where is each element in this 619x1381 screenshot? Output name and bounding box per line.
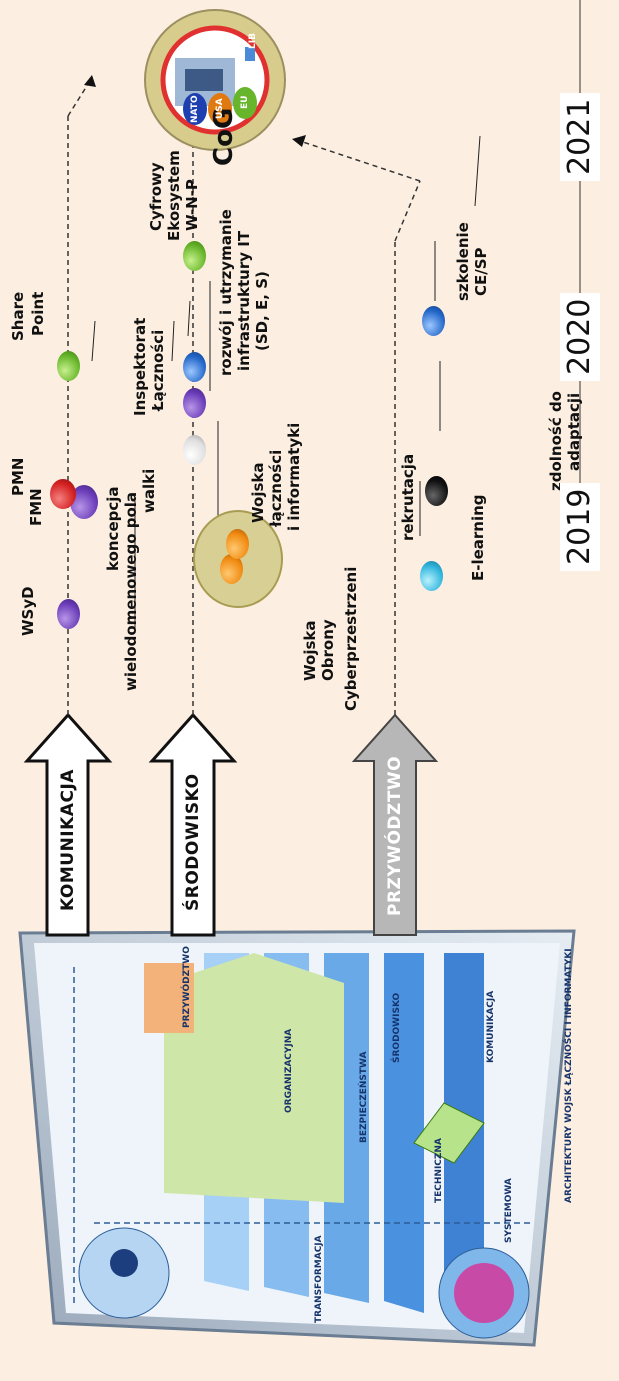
label-pmn: PMN [9, 457, 27, 496]
node-capability [425, 476, 448, 506]
node-inspectorate [183, 388, 206, 418]
environment-arrow-label: ŚRODOWISKO [183, 773, 203, 911]
node-ecosystem [183, 241, 206, 271]
year-2019: 2019 [560, 482, 600, 571]
label-share: Share [9, 291, 27, 341]
node-wsyd [57, 599, 80, 629]
label-capability-2: adaptacji [565, 392, 583, 471]
label-training-1: szkolenie [454, 222, 472, 301]
cog-tag-nato: NATO [190, 95, 200, 123]
label-it-3: (SD, E, S) [253, 271, 271, 351]
label-elearning: E-learning [469, 494, 487, 581]
label-lacznosci: Łączności [149, 329, 167, 411]
label-cyber-1: Wojska [301, 620, 319, 681]
label-it-1: rozwój i utrzymanie [217, 209, 235, 376]
node-it [183, 352, 206, 382]
label-eco-1: Cyfrowy [147, 162, 165, 231]
cog-tag-usa: USA [215, 98, 225, 119]
label-cyber-2: Obrony [319, 619, 337, 681]
label-concept-3: walki [140, 468, 158, 513]
label-point: Point [29, 291, 47, 336]
label-inspectorate: Inspektorat [131, 317, 149, 416]
cog-tag-eu: EU [240, 95, 250, 109]
node-sharepoint [57, 351, 80, 381]
leadership-arrow-label: PRZYWÓDZTWO [385, 755, 405, 916]
label-concept-1: koncepcja [104, 486, 122, 571]
architecture-picture: ARCHITEKTURY WOJSK ŁĄCZNOŚCI I INFORMATY… [14, 923, 589, 1363]
node-recruit [420, 561, 443, 591]
architecture-picture-graphic [18, 929, 576, 1347]
label-wsyd: WSyD [19, 586, 37, 636]
label-eco-3: W-N-P [183, 179, 201, 231]
label-training-2: CE/SP [472, 247, 490, 296]
label-fmn: FMN [27, 488, 45, 526]
label-it-2: infrastruktury IT [235, 230, 253, 371]
communication-arrow-label: KOMUNIKACJA [58, 769, 78, 911]
year-2021: 2021 [560, 92, 600, 181]
label-cyber-3: Cyberprzestrzeni [342, 566, 360, 711]
node-pmn [50, 479, 76, 509]
label-eco-2: Ekosystem [165, 150, 183, 241]
environment-arrow-shape [148, 712, 238, 937]
cog-tag-lib: LIB [248, 33, 258, 49]
year-2020: 2020 [560, 292, 600, 381]
node-concept [183, 435, 206, 465]
label-signal-2: łączności [267, 449, 285, 527]
communication-arrow-shape [23, 712, 113, 937]
leadership-arrow-shape [351, 713, 439, 936]
node-training [422, 306, 445, 336]
label-recruit: rekrutacja [399, 453, 417, 541]
label-signal-3: i informatyki [285, 422, 303, 531]
label-signal-1: Wojska [249, 462, 267, 523]
node-signal [226, 529, 249, 559]
label-concept-2: wielodomenowego pola [122, 491, 140, 691]
label-capability-1: zdolność do [547, 391, 565, 491]
